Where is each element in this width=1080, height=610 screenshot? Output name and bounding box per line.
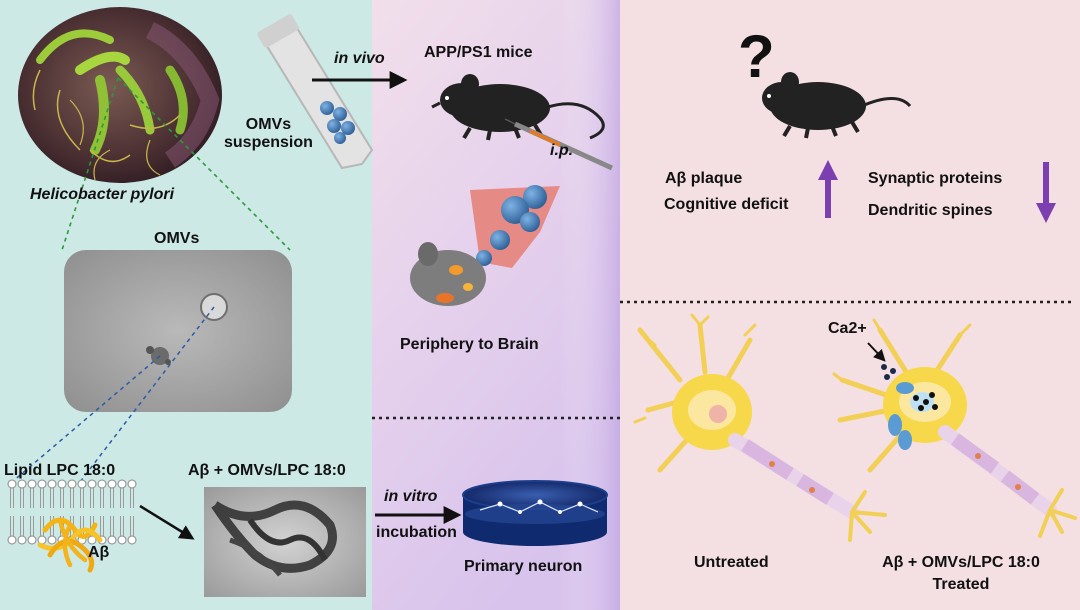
lipid-head	[8, 480, 16, 488]
lipid-head	[128, 536, 136, 544]
lipid-head	[8, 536, 16, 544]
omvs-suspension-label: OMVs suspension	[224, 116, 313, 153]
lipid-head	[18, 480, 26, 488]
lipid-head	[38, 480, 46, 488]
untreated-label: Untreated	[694, 554, 769, 572]
lipid-head	[78, 480, 86, 488]
helicobacter-image	[18, 7, 222, 183]
ip-label: i.p.	[550, 142, 573, 160]
lipid-head	[128, 480, 136, 488]
omvs-tem-image	[64, 250, 292, 412]
lipid-head	[28, 536, 36, 544]
in-vivo-label: in vivo	[334, 50, 385, 68]
abeta-plaque-label: Aβ plaque	[665, 170, 742, 188]
lipid-head	[108, 480, 116, 488]
lipid-head	[118, 480, 126, 488]
lipid-head	[68, 480, 76, 488]
dendritic-spines-label: Dendritic spines	[868, 202, 992, 220]
lipid-head	[28, 480, 36, 488]
lipid-head	[98, 480, 106, 488]
in-vitro-label: in vitro	[384, 488, 437, 506]
abeta-label: Aβ	[88, 544, 109, 562]
helicobacter-label: Helicobacter pylori	[30, 186, 174, 204]
lipid-head	[48, 480, 56, 488]
calcium-label: Ca2+	[828, 320, 867, 338]
lipid-head	[58, 480, 66, 488]
lipid-head	[118, 536, 126, 544]
primary-neuron-label: Primary neuron	[464, 558, 582, 576]
omvs-label: OMVs	[154, 230, 199, 248]
treated-label-line1: Aβ + OMVs/LPC 18:0	[866, 554, 1056, 572]
treated-label-line2: Treated	[866, 576, 1056, 594]
cognitive-deficit-label: Cognitive deficit	[664, 196, 788, 214]
mice-label: APP/PS1 mice	[424, 44, 533, 62]
petri-dish-icon	[463, 481, 607, 546]
incubation-label: incubation	[376, 524, 457, 542]
lipid-head	[88, 480, 96, 488]
question-mark: ?	[738, 22, 775, 91]
periphery-brain-label: Periphery to Brain	[400, 336, 539, 354]
lipid-head	[48, 536, 56, 544]
lipid-head	[108, 536, 116, 544]
complex-tem-image	[204, 487, 366, 597]
synaptic-proteins-label: Synaptic proteins	[868, 170, 1002, 188]
lipid-head	[18, 536, 26, 544]
lipid-label: Lipid LPC 18:0	[4, 462, 115, 480]
complex-label: Aβ + OMVs/LPC 18:0	[188, 462, 346, 480]
